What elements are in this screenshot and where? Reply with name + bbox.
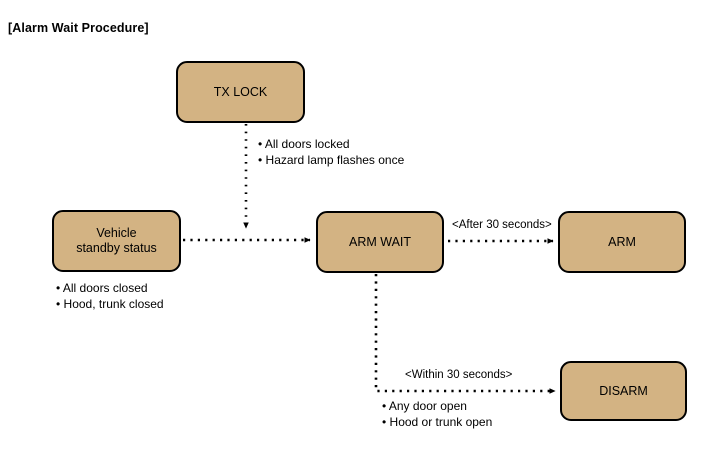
- annotation-tx-lock-line-2: • Hazard lamp flashes once: [258, 153, 405, 167]
- node-tx-lock-label: TX LOCK: [213, 84, 268, 99]
- node-vehicle-standby-label-line1: Vehicle: [96, 226, 137, 240]
- node-disarm[interactable]: DISARM: [560, 361, 687, 421]
- node-vehicle-standby-label-line2: standby status: [76, 241, 157, 255]
- annotation-disarm-line-1: • Any door open: [382, 399, 467, 413]
- annotation-tx-lock-line-1: • All doors locked: [258, 137, 350, 151]
- annotation-disarm-line-2: • Hood or trunk open: [382, 415, 493, 429]
- node-arm[interactable]: ARM: [558, 211, 686, 273]
- page-title: [Alarm Wait Procedure]: [8, 21, 149, 35]
- annotation-disarm-conditions: • Any door open • Hood or trunk open: [382, 398, 492, 430]
- node-arm-wait-label: ARM WAIT: [348, 234, 412, 249]
- edge-label-within-30-seconds: <Within 30 seconds>: [405, 369, 513, 381]
- annotation-vehicle-standby-conditions: • All doors closed • Hood, trunk closed: [56, 280, 164, 312]
- node-arm-label: ARM: [608, 234, 636, 249]
- node-disarm-label: DISARM: [599, 383, 648, 398]
- edge-label-after-30-seconds: <After 30 seconds>: [452, 219, 552, 231]
- annotation-tx-lock-conditions: • All doors locked • Hazard lamp flashes…: [258, 136, 404, 168]
- annotation-vehicle-line-2: • Hood, trunk closed: [56, 297, 164, 311]
- node-vehicle-standby[interactable]: Vehicle standby status: [52, 210, 181, 272]
- annotation-vehicle-line-1: • All doors closed: [56, 281, 148, 295]
- node-tx-lock[interactable]: TX LOCK: [176, 61, 305, 123]
- node-arm-wait[interactable]: ARM WAIT: [316, 211, 444, 273]
- edge-armwait-to-disarm: [374, 274, 556, 394]
